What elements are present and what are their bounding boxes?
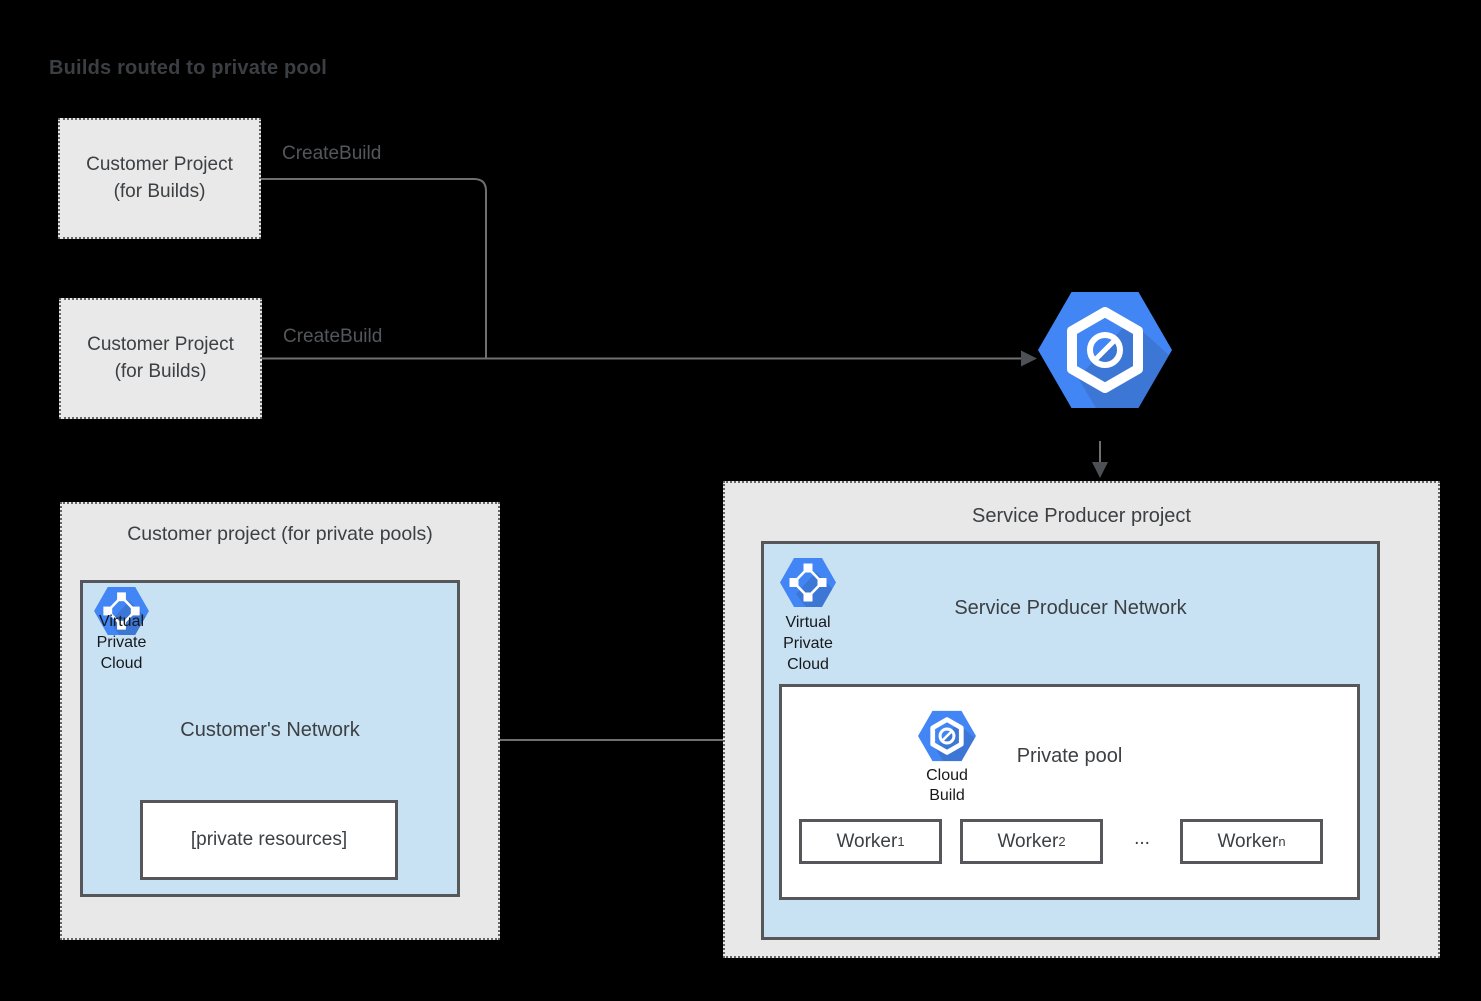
- customer-build-project-2-label: Customer Project (for Builds): [87, 333, 234, 382]
- page-title: Builds routed to private pool: [49, 57, 328, 79]
- worker-ellipsis: ...: [1134, 827, 1150, 849]
- cloud-build-label: Cloud Build: [926, 767, 968, 804]
- customer-network-title: Customer's Network: [180, 719, 360, 741]
- worker-1-label: Worker: [836, 830, 898, 852]
- cloud-build-icon: [1038, 292, 1172, 408]
- customer-vpc-label: Virtual Private Cloud: [96, 613, 147, 672]
- service-producer-project-title: Service Producer project: [972, 505, 1191, 527]
- sp-vpc-label: Virtual Private Cloud: [783, 614, 833, 673]
- private-pool-title: Private pool: [1016, 745, 1123, 767]
- private-resources-label: [private resources]: [190, 829, 348, 850]
- private-resources-box: [private resources]: [140, 800, 398, 880]
- virtual-private-cloud-icon: [780, 558, 836, 607]
- worker-2-label: Worker: [997, 830, 1059, 852]
- createbuild-label-1: CreateBuild: [282, 143, 382, 164]
- virtual-private-cloud-icon-customer: [94, 587, 149, 635]
- customer-build-project-1-label: Customer Project (for Builds): [86, 153, 233, 202]
- customer-build-project-1-box: Customer Project (for Builds): [58, 118, 261, 239]
- private-pool-box: [779, 684, 1360, 900]
- customer-build-project-2-box: Customer Project (for Builds): [59, 298, 262, 419]
- cloud-build-icon-small: [918, 710, 976, 762]
- createbuild-label-2: CreateBuild: [283, 326, 383, 347]
- customer-pool-project-title: Customer project (for private pools): [127, 523, 433, 545]
- service-producer-network-title: Service Producer Network: [954, 597, 1187, 619]
- worker-n-label: Worker: [1217, 830, 1279, 852]
